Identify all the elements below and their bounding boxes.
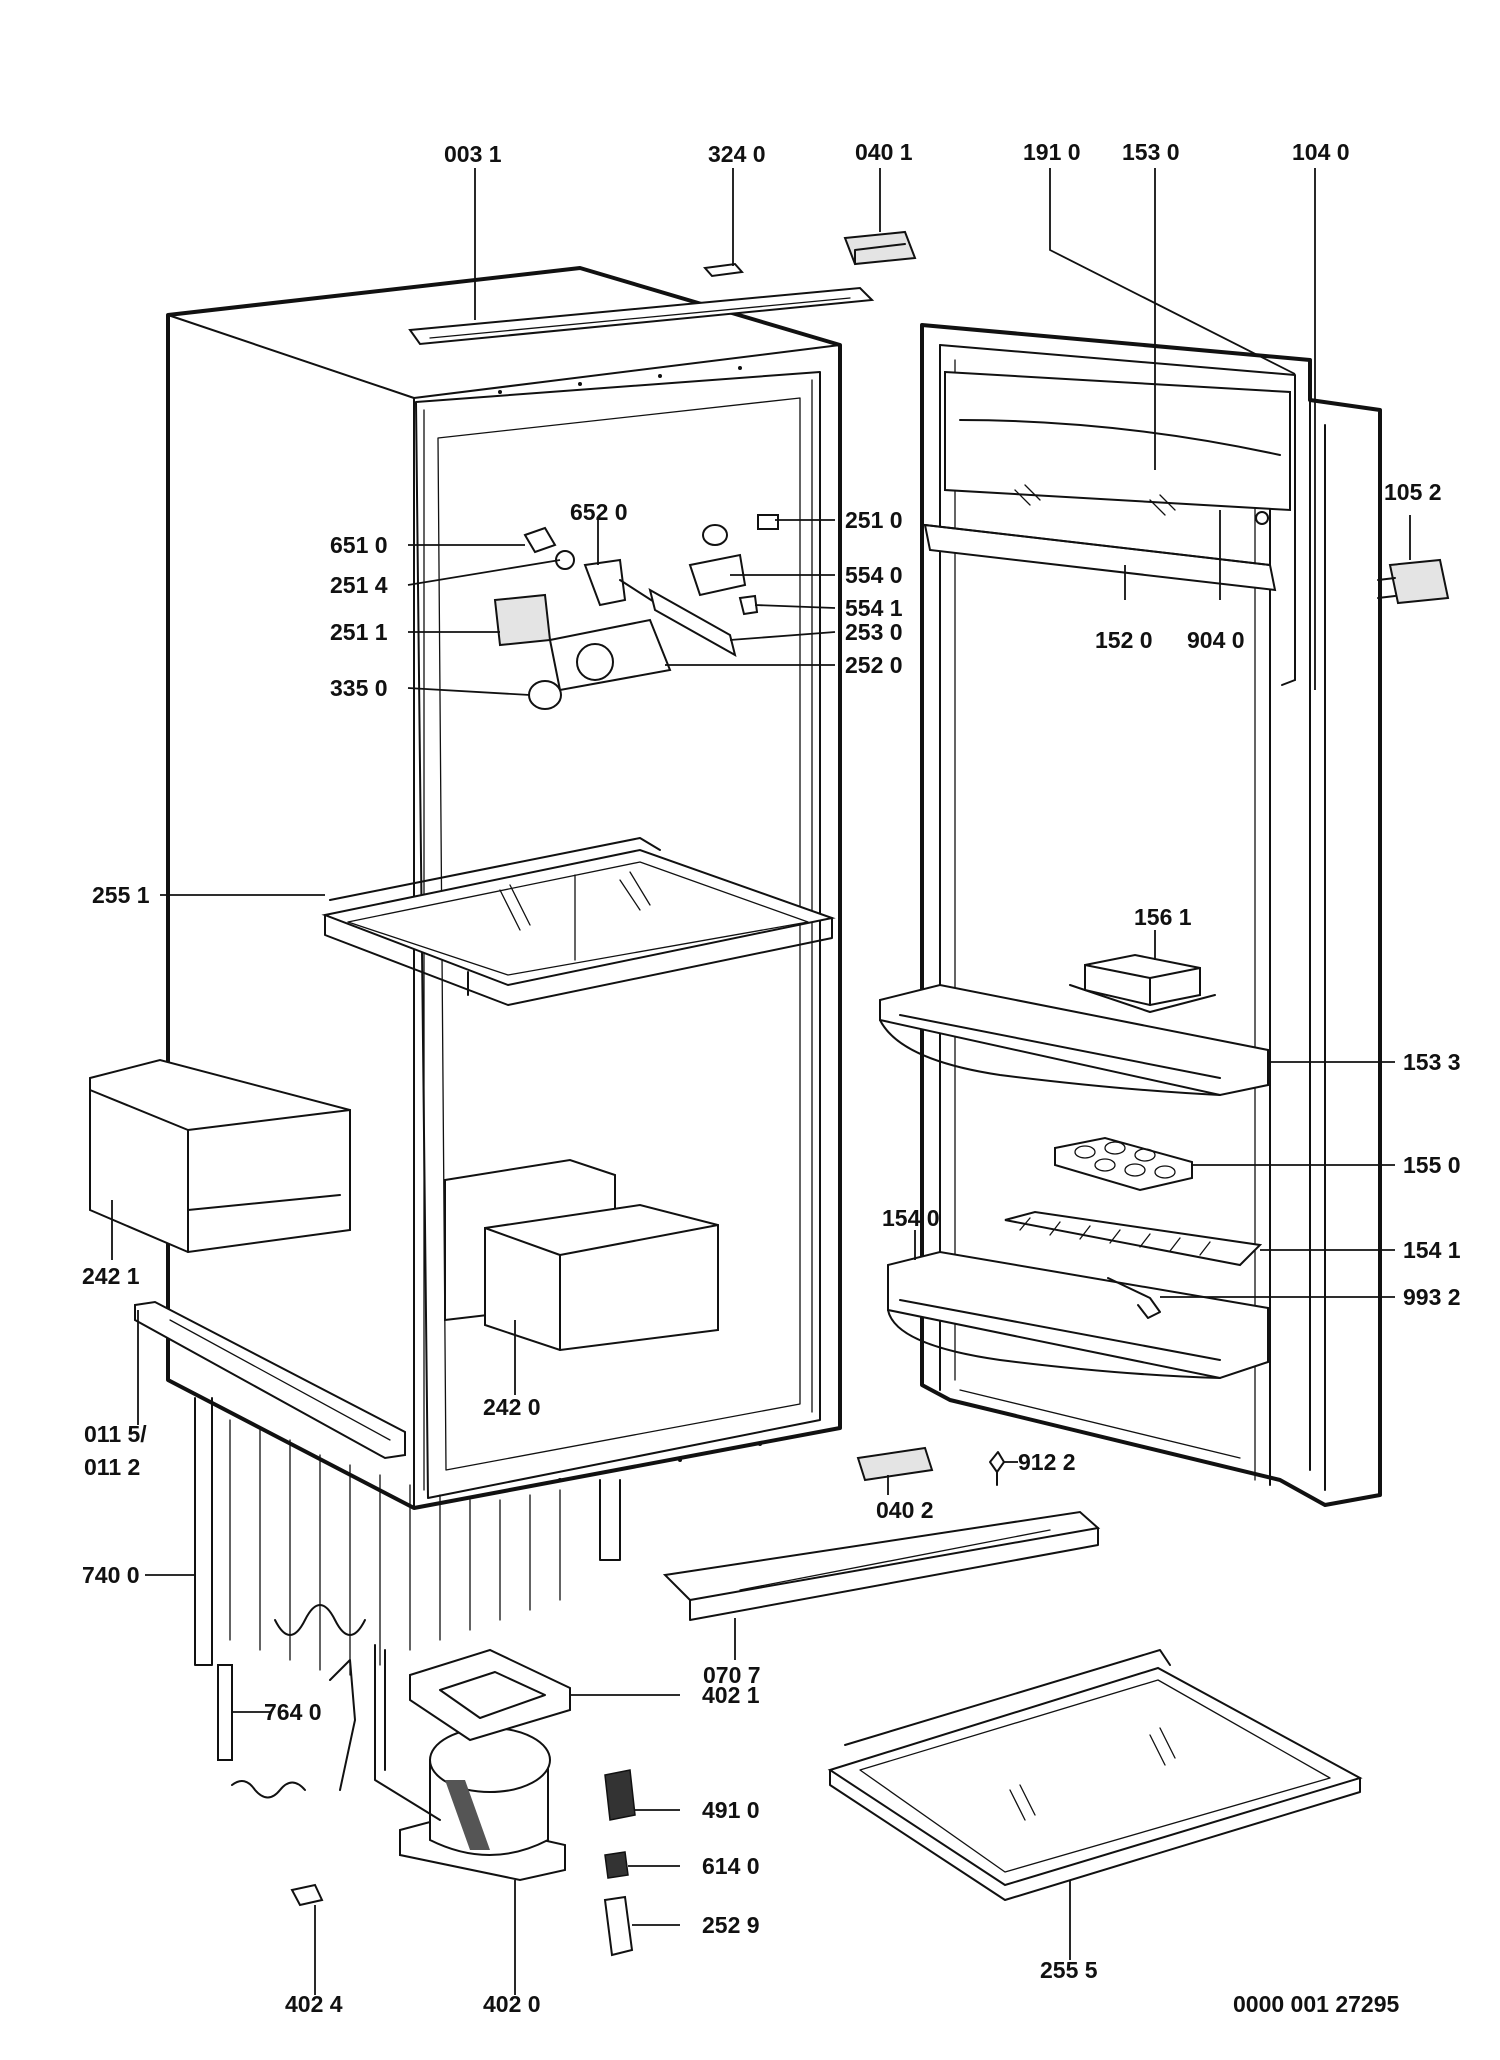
door-shelf-part-1533: [879, 983, 1269, 1097]
part-label-2511: 251 1: [330, 619, 388, 645]
screw-part-9122: [989, 1451, 1005, 1486]
part-label-9122: 912 2: [1018, 1449, 1076, 1475]
part-label-2529: 252 9: [702, 1912, 760, 1938]
drawer-part-2421: [89, 1058, 351, 1254]
part-label-9040: 904 0: [1187, 627, 1245, 653]
part-label-1550: 155 0: [1403, 1152, 1461, 1178]
part-label-6510: 651 0: [330, 532, 388, 558]
part-label-1530: 153 0: [1122, 139, 1180, 165]
rail-part-0707: [662, 1510, 1101, 1621]
butter-dish-part-1561: [1069, 953, 1216, 1013]
clip-part-3240: [703, 262, 744, 278]
clip-part-4024: [290, 1883, 324, 1907]
part-label-4020: 402 0: [483, 1991, 541, 2017]
part-label-2514: 251 4: [330, 572, 388, 598]
part-label-2520: 252 0: [845, 652, 903, 678]
egg-tray-part-1550: [1054, 1136, 1193, 1192]
glass-shelf-part-2551: [321, 837, 836, 1006]
door-compartment-part-1530: [944, 370, 1291, 516]
bracket-part-4021: [409, 1648, 571, 1742]
part-label-4021: 402 1: [702, 1682, 760, 1708]
hinge-part-0401: [843, 230, 917, 266]
part-label-1910: 191 0: [1023, 139, 1081, 165]
part-label-7640: 764 0: [264, 1699, 322, 1725]
part-label-4024: 402 4: [285, 1991, 343, 2017]
part-label-6520: 652 0: [570, 499, 628, 525]
part-label-3240: 324 0: [708, 141, 766, 167]
part-label-2510: 251 0: [845, 507, 903, 533]
part-label-1540: 154 0: [882, 1205, 940, 1231]
part-label-7400: 740 0: [82, 1562, 140, 1588]
drawing-number: 0000 001 27295: [1233, 1991, 1399, 2017]
part-label-1040: 104 0: [1292, 139, 1350, 165]
compressor-part-4020: [399, 1727, 566, 1882]
part-label-0707: 070 7: [703, 1662, 761, 1688]
hinge-part-0402: [856, 1446, 934, 1482]
sensor-part-9932: [1107, 1277, 1161, 1319]
part-label-0112: 011 2: [84, 1454, 140, 1480]
door-shelf-part-1540: [887, 1250, 1269, 1380]
relay-part-4910: [604, 1769, 636, 1821]
door-flap-part-1520: [923, 523, 1277, 592]
part-label-1561: 156 1: [1134, 904, 1192, 930]
part-label-3350: 335 0: [330, 675, 388, 701]
cabinet-body: [166, 266, 842, 1510]
drawer-part-2420: [444, 1158, 719, 1352]
part-label-0401: 040 1: [855, 139, 913, 165]
top-cover-strip-part: [408, 286, 875, 346]
capillary-part-7640: [217, 1659, 356, 1799]
part-label-6140: 614 0: [702, 1853, 760, 1879]
part-label-1052: 105 2: [1384, 479, 1442, 505]
component-part-6140: [604, 1851, 629, 1879]
part-label-0031: 003 1: [444, 141, 502, 167]
part-labels: 003 1 324 0 040 1 191 0 153 0 104 0 105 …: [82, 139, 1461, 2017]
part-label-4910: 491 0: [702, 1797, 760, 1823]
door-assembly: [920, 323, 1382, 1507]
bottle-rack-part-1541: [1004, 1210, 1263, 1267]
part-label-0402: 040 2: [876, 1497, 934, 1523]
pipework: [374, 1644, 441, 1821]
hinge-pin-part-9040: [1255, 511, 1269, 525]
part-label-2421: 242 1: [82, 1263, 140, 1289]
part-label-1533: 153 3: [1403, 1049, 1461, 1075]
part-label-2555: 255 5: [1040, 1957, 1098, 1983]
part-label-5540: 554 0: [845, 562, 903, 588]
part-label-2420: 242 0: [483, 1394, 541, 1420]
part-label-5541: 554 1: [845, 595, 903, 621]
condenser-part-7400: [194, 1397, 621, 1676]
glass-shelf-part-2555: [827, 1649, 1363, 1901]
front-grille-part-011: [134, 1300, 406, 1460]
part-label-1520: 152 0: [1095, 627, 1153, 653]
hinge-part-1052: [1377, 558, 1450, 605]
part-label-0115: 011 5/: [84, 1421, 147, 1447]
leader-lines: [111, 168, 1411, 1995]
part-label-9932: 993 2: [1403, 1284, 1461, 1310]
component-part-2529: [603, 1895, 634, 1957]
part-label-1541: 154 1: [1403, 1237, 1461, 1263]
control-parts-group: [493, 514, 779, 710]
part-label-2551: 255 1: [92, 882, 150, 908]
part-label-2530: 253 0: [845, 619, 903, 645]
